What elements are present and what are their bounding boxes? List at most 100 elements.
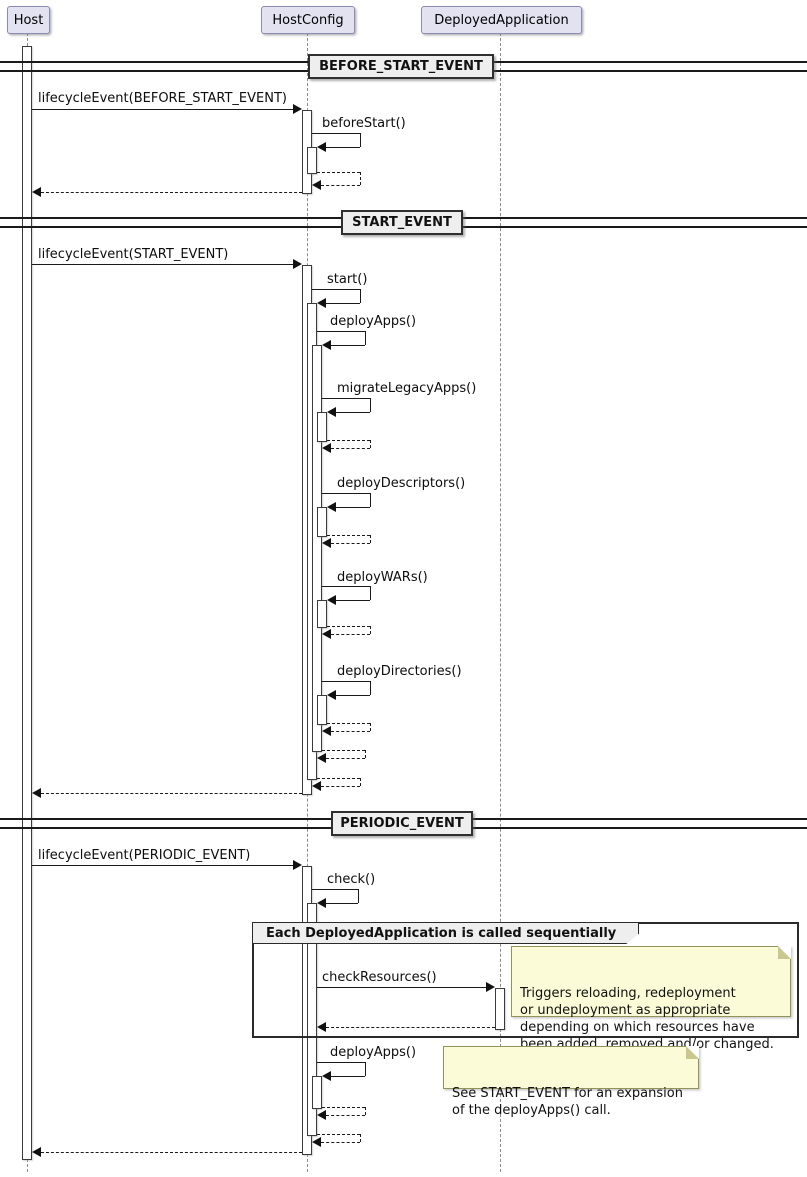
selfcall-back-migrate: [336, 412, 370, 413]
return-line-periodic-to-host: [41, 1152, 302, 1153]
message-label-start: start(): [327, 272, 368, 287]
return-arrowhead-migrate: [322, 443, 331, 453]
divider-periodic-event: PERIODIC_EVENT: [331, 811, 473, 836]
return-v-before-start: [360, 172, 361, 185]
selfcall-out-directories: [322, 681, 370, 682]
return-arrowhead-start: [312, 781, 321, 791]
divider-periodic-label: PERIODIC_EVENT: [340, 816, 464, 831]
return-line-before-to-host: [41, 192, 302, 193]
activation-host: [22, 46, 32, 1160]
return-arrowhead-periodic-to-host: [32, 1147, 41, 1157]
divider-before-start-event: BEFORE_START_EVENT: [308, 54, 494, 79]
arrowhead-wars: [327, 595, 336, 605]
message-label-lifecycle-before: lifecycleEvent(BEFORE_START_EVENT): [38, 91, 287, 106]
selfcall-out-descriptors: [322, 493, 370, 494]
return-back-wars: [331, 634, 370, 635]
selfcall-back-directories: [336, 695, 370, 696]
return-back-check: [321, 1142, 360, 1143]
note-check-resources: Triggers reloading, redeployment or unde…: [511, 946, 791, 1052]
return-out-deploy-apps: [322, 750, 365, 751]
note-deploy-apps: See START_EVENT for an expansion of the …: [443, 1046, 699, 1118]
arrowhead-lifecycle-periodic: [293, 860, 302, 870]
frame-sequential-header: Each DeployedApplication is called seque…: [252, 922, 639, 944]
activation-check: [307, 903, 317, 1136]
arrowhead-migrate: [327, 407, 336, 417]
return-v-deploy-apps: [365, 750, 366, 758]
selfcall-v-before-start: [360, 133, 361, 147]
return-out-check: [317, 1134, 360, 1135]
message-label-lifecycle-start: lifecycleEvent(START_EVENT): [38, 247, 229, 262]
return-arrowhead-start-to-host: [32, 788, 41, 798]
return-back-directories: [331, 731, 370, 732]
activation-before-start: [307, 147, 317, 174]
participant-hostconfig: HostConfig: [261, 6, 355, 34]
selfcall-out-check: [312, 889, 358, 890]
message-label-deploy-apps-periodic: deployApps(): [330, 1045, 417, 1060]
activation-directories: [317, 695, 327, 725]
selfcall-v-migrate: [370, 398, 371, 412]
message-line-lifecycle-before: [32, 109, 293, 110]
frame-sequential-title: Each DeployedApplication is called seque…: [266, 925, 617, 941]
selfcall-out-before-start: [312, 133, 360, 134]
return-arrowhead-check-resources: [317, 1022, 326, 1032]
divider-start-event: START_EVENT: [341, 210, 463, 235]
return-v-check: [360, 1134, 361, 1142]
arrowhead-check-resources: [486, 982, 495, 992]
arrowhead-check: [317, 898, 326, 908]
return-back-deploy-apps: [326, 758, 365, 759]
return-v-wars: [370, 626, 371, 634]
selfcall-v-deploy-apps: [365, 331, 366, 345]
selfcall-out-deploy-apps: [317, 331, 365, 332]
participant-deployedapplication-label: DeployedApplication: [434, 12, 569, 28]
selfcall-out-start: [312, 289, 360, 290]
return-out-deploy-apps-periodic: [322, 1107, 365, 1108]
selfcall-back-before-start: [326, 147, 360, 148]
selfcall-v-descriptors: [370, 493, 371, 507]
arrowhead-lifecycle-before: [293, 104, 302, 114]
message-label-check: check(): [327, 872, 376, 887]
activation-migrate: [317, 412, 327, 442]
return-v-migrate: [370, 440, 371, 448]
selfcall-back-deploy-apps: [331, 345, 365, 346]
return-back-descriptors: [331, 543, 370, 544]
note-fold-icon: [686, 1046, 699, 1059]
message-line-lifecycle-periodic: [32, 865, 293, 866]
activation-deployedapplication: [495, 988, 505, 1030]
note-deploy-apps-text: See START_EVENT for an expansion of the …: [452, 1086, 683, 1118]
return-back-deploy-apps-periodic: [326, 1115, 365, 1116]
return-line-start-to-host: [41, 793, 302, 794]
arrowhead-deploy-apps-periodic: [322, 1071, 331, 1081]
arrowhead-start: [317, 298, 326, 308]
return-out-migrate: [327, 440, 370, 441]
arrowhead-descriptors: [327, 502, 336, 512]
return-arrowhead-check: [312, 1137, 321, 1147]
return-arrowhead-descriptors: [322, 538, 331, 548]
message-label-deploy-wars: deployWARs(): [337, 570, 428, 585]
message-label-migrate-legacy-apps: migrateLegacyApps(): [337, 381, 477, 396]
message-label-lifecycle-periodic: lifecycleEvent(PERIODIC_EVENT): [38, 848, 251, 863]
frame-sequential-group: Each DeployedApplication is called seque…: [252, 922, 799, 1038]
return-back-start: [321, 786, 360, 787]
participant-deployedapplication: DeployedApplication: [421, 6, 582, 34]
return-out-directories: [327, 723, 370, 724]
note-check-resources-text: Triggers reloading, redeployment or unde…: [520, 986, 774, 1052]
return-v-start: [360, 778, 361, 786]
selfcall-back-descriptors: [336, 507, 370, 508]
selfcall-out-wars: [322, 586, 370, 587]
activation-deploy-apps-periodic: [312, 1076, 322, 1109]
note-fold-icon: [778, 946, 791, 959]
return-out-before-start: [317, 172, 360, 173]
return-arrowhead-deploy-apps-periodic: [317, 1110, 326, 1120]
return-out-wars: [327, 626, 370, 627]
selfcall-v-start: [360, 289, 361, 303]
participant-host: Host: [7, 6, 50, 34]
lifeline-deployedapplication: [500, 33, 501, 1172]
message-line-check-resources: [317, 987, 486, 988]
selfcall-out-deploy-apps-periodic: [317, 1062, 365, 1063]
return-back-migrate: [331, 448, 370, 449]
return-arrowhead-directories: [322, 726, 331, 736]
selfcall-back-start: [326, 303, 360, 304]
return-v-directories: [370, 723, 371, 731]
return-arrowhead-before-to-host: [32, 187, 41, 197]
